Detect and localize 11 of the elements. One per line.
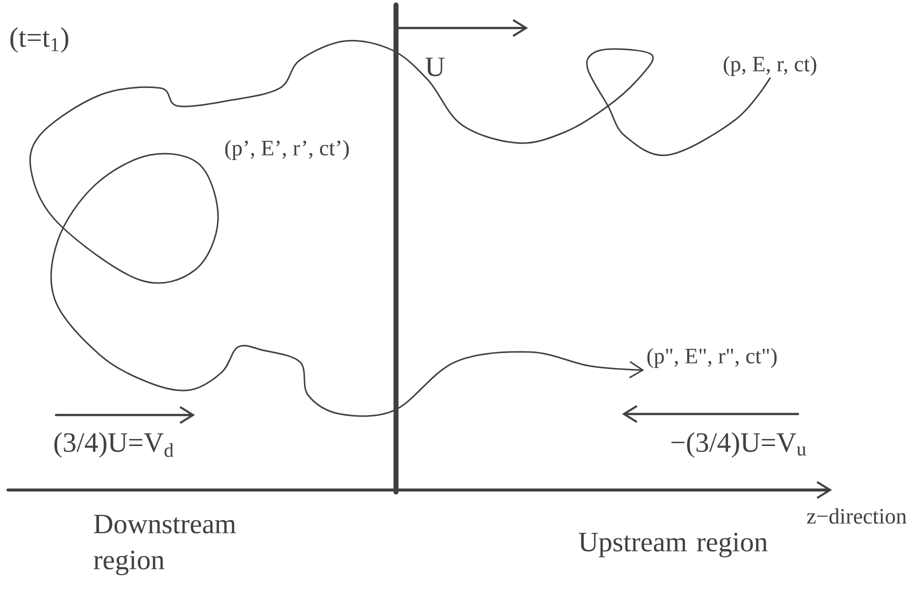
coordinate-label: (p", E", r", ct")	[647, 348, 777, 368]
region-label: Upstream region	[578, 532, 768, 558]
coordinate-label: (p’, E’, r’, ct’)	[225, 140, 349, 160]
coordinate-label: (p, E, r, ct)	[724, 56, 816, 76]
velocity-label: (3/4)U=V$_{d}$	[54, 432, 174, 458]
label: (t=t$_{1}$)	[10, 27, 68, 53]
trajectory-curve	[29, 40, 771, 417]
region-label: Downstream region	[94, 514, 236, 576]
velocity-label: U	[425, 58, 445, 76]
axis-label: z−direction	[807, 508, 906, 524]
velocity-label: −(3/4)U=V$_{u}$	[671, 432, 806, 458]
